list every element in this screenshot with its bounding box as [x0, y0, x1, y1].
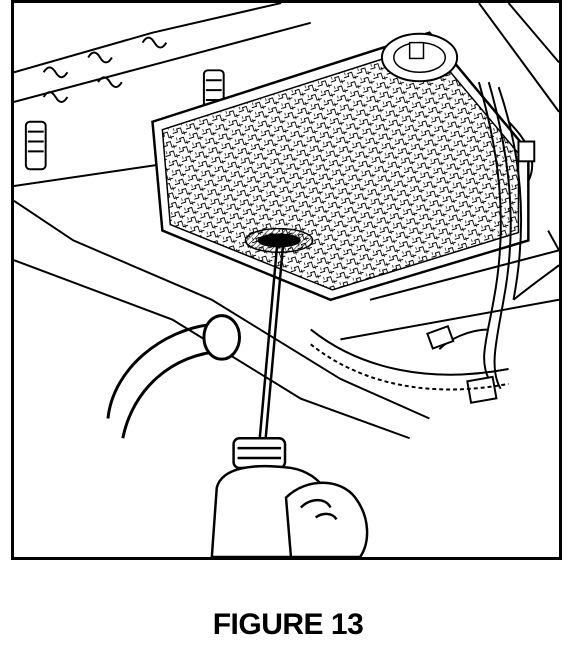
gear-edge — [310, 328, 509, 391]
standoff-posts — [24, 69, 225, 171]
chassis-frame — [14, 3, 559, 440]
hand — [284, 481, 369, 557]
figure-caption: FIGURE 13 — [212, 608, 364, 641]
hose — [106, 314, 242, 439]
circuit-board — [151, 31, 530, 302]
line-drawing — [14, 3, 559, 557]
wave-marks — [42, 36, 168, 103]
wire-harness — [438, 81, 559, 390]
connector-plugs — [426, 140, 536, 404]
brush-head — [244, 227, 314, 254]
figure-illustration — [11, 0, 562, 560]
